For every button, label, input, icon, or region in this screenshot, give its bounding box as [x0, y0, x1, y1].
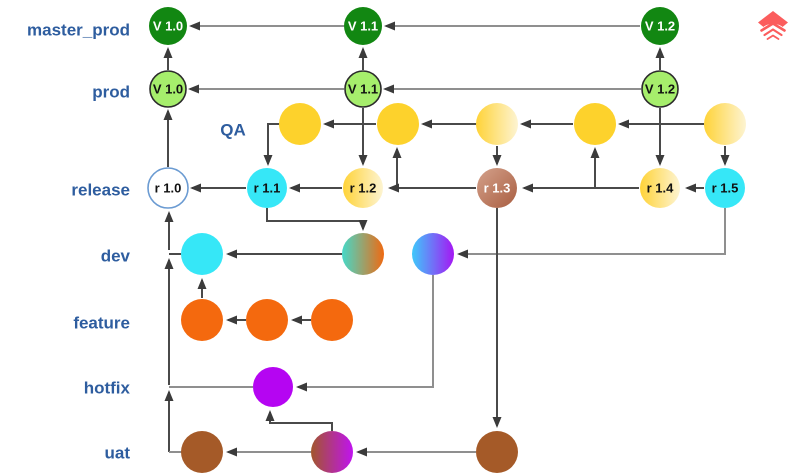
chevron-crest-logo-icon: [758, 11, 788, 40]
node-label-master-v1-1: V 1.1: [348, 19, 378, 34]
node-label-master-v1-2: V 1.2: [645, 19, 675, 34]
edge-uat-2-to-hotfix-1: [265, 410, 333, 431]
node-release-r1-3: [477, 168, 517, 208]
node-hotfix-1: [253, 367, 293, 407]
node-label-release-r1-5: r 1.5: [712, 181, 739, 196]
node-uat-2: [311, 431, 353, 473]
edge-dev-3-to-hotfix-1: [296, 275, 434, 392]
node-qa-3: [476, 103, 518, 145]
node-label-prod-v1-1: V 1.1: [348, 82, 378, 97]
edge-release-r1-1-to-dev-2: [266, 208, 368, 231]
node-feature-2: [246, 299, 288, 341]
edge-release-r1-5-to-dev-3: [457, 208, 726, 259]
node-label-release-r1-4: r 1.4: [647, 181, 675, 196]
branch-label-master-prod: master_prod: [27, 21, 130, 40]
node-label-release-r1-1: r 1.1: [254, 181, 281, 196]
node-dev-2: [342, 233, 384, 275]
node-label-release-r1-0: r 1.0: [155, 181, 182, 196]
node-release-r1-0: [147, 167, 189, 209]
node-release-r1-5: [705, 168, 745, 208]
branch-label-dev: dev: [101, 247, 131, 266]
node-master-v1-1: [344, 7, 382, 45]
node-qa-4: [574, 103, 616, 145]
node-prod-v1-0: [149, 70, 187, 108]
node-prod-v1-1: [344, 70, 382, 108]
branch-label-hotfix: hotfix: [84, 379, 131, 398]
node-label-prod-v1-2: V 1.2: [645, 82, 675, 97]
node-label-master-v1-0: V 1.0: [153, 19, 183, 34]
node-feature-1: [181, 299, 223, 341]
branch-label-prod: prod: [92, 83, 130, 102]
node-master-v1-2: [641, 7, 679, 45]
node-dev-3: [412, 233, 454, 275]
node-release-r1-2: [343, 168, 383, 208]
branch-label-release: release: [71, 181, 130, 200]
node-master-v1-0: [149, 7, 187, 45]
node-dev-1: [181, 233, 223, 275]
node-feature-3: [311, 299, 353, 341]
node-qa-2: [377, 103, 419, 145]
branch-label-feature: feature: [73, 314, 130, 333]
branch-label-uat: uat: [105, 444, 131, 463]
node-uat-3: [476, 431, 518, 473]
node-prod-v1-2: [641, 70, 679, 108]
branch-label-qa: QA: [220, 121, 246, 140]
node-release-r1-1: [247, 168, 287, 208]
node-uat-1: [181, 431, 223, 473]
node-label-prod-v1-0: V 1.0: [153, 82, 183, 97]
edge-qa-1-to-release-r1-1: [263, 123, 280, 166]
node-qa-1: [279, 103, 321, 145]
node-release-r1-4: [640, 168, 680, 208]
node-label-release-r1-2: r 1.2: [350, 181, 377, 196]
node-qa-5: [704, 103, 746, 145]
node-label-release-r1-3: r 1.3: [484, 181, 511, 196]
